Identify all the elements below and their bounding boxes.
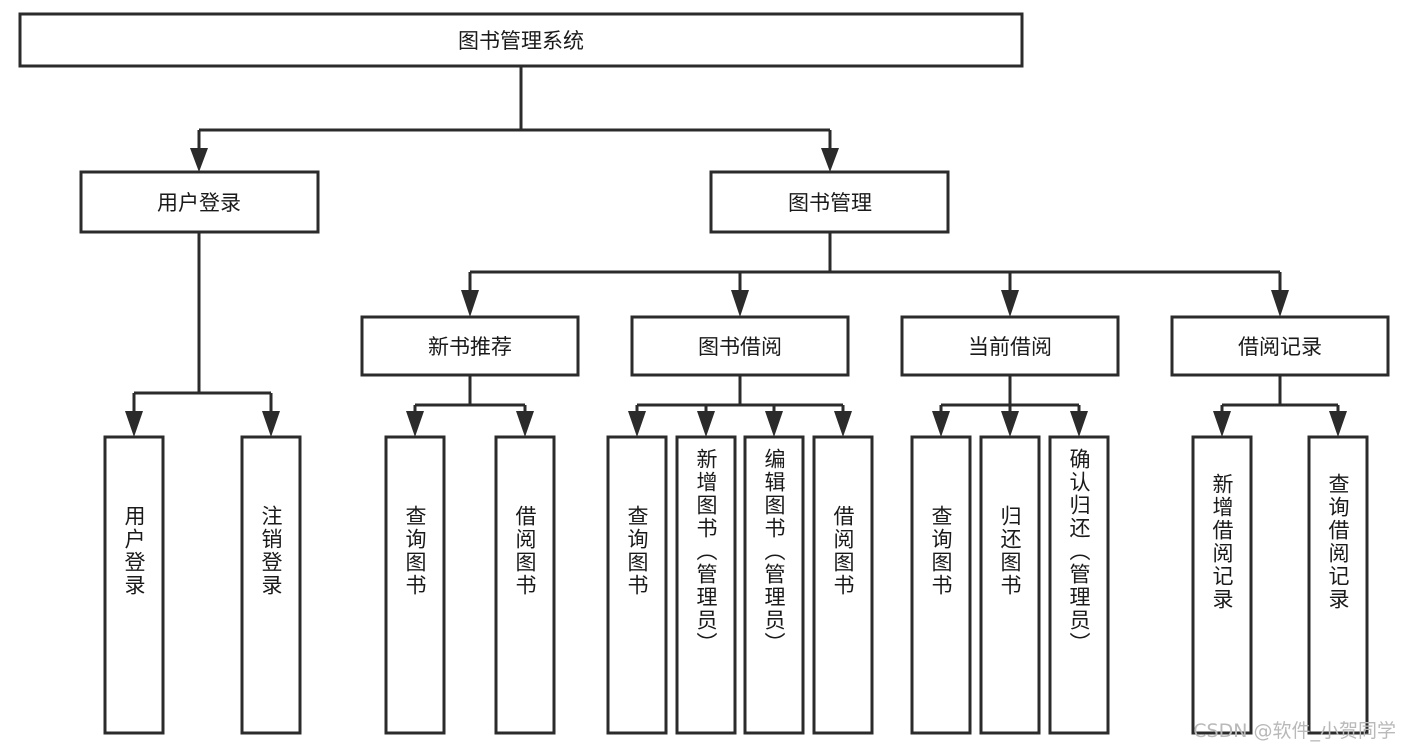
arrow-head-leaf-user-login: [125, 411, 143, 437]
node-new-book-recommend-box[interactable]: [360, 315, 580, 377]
arrow-head-user-login: [190, 148, 208, 172]
node-current-borrow[interactable]: 当前借阅: [900, 315, 1120, 377]
node-leaf-query-book-2-label: 查询图书: [625, 505, 649, 597]
node-leaf-query-book-3[interactable]: 查询图书: [910, 435, 972, 735]
node-leaf-add-book-label: 新增图书（管理员）: [694, 448, 718, 655]
arrow-head-leaf-borrow-book-1: [516, 411, 534, 437]
node-user-login-label: 用户登录: [157, 191, 241, 215]
node-leaf-edit-book-label: 编辑图书（管理员）: [762, 448, 786, 655]
node-leaf-borrow-book-1[interactable]: 借阅图书: [494, 435, 556, 735]
node-leaf-borrow-book-1-label: 借阅图书: [513, 505, 537, 597]
arrow-head-leaf-edit-book: [765, 411, 783, 437]
node-new-book-recommend[interactable]: 新书推荐: [360, 315, 580, 377]
node-leaf-user-login-box[interactable]: [103, 435, 165, 735]
node-root-label: 图书管理系统: [458, 29, 584, 53]
arrow-head-leaf-return-book: [1001, 411, 1019, 437]
node-root-box[interactable]: [18, 12, 1024, 68]
node-leaf-edit-book[interactable]: 编辑图书（管理员）: [743, 435, 805, 735]
node-book-borrow-label: 图书借阅: [698, 335, 782, 359]
node-leaf-query-record-label: 查询借阅记录: [1326, 473, 1350, 611]
node-borrow-record-box[interactable]: [1170, 315, 1390, 377]
node-new-book-recommend-label: 新书推荐: [428, 335, 512, 359]
node-leaf-return-book[interactable]: 归还图书: [979, 435, 1041, 735]
node-leaf-borrow-book-1-box[interactable]: [494, 435, 556, 735]
node-leaf-borrow-book-2[interactable]: 借阅图书: [812, 435, 874, 735]
node-leaf-user-login-label: 用户登录: [122, 505, 146, 597]
arrow-head-book-borrow: [731, 290, 749, 317]
arrow-head-new-book-recommend: [461, 290, 479, 317]
node-leaf-borrow-book-2-label: 借阅图书: [831, 505, 855, 597]
arrow-head-leaf-query-book-1: [406, 411, 424, 437]
node-current-borrow-box[interactable]: [900, 315, 1120, 377]
arrow-head-borrow-record: [1271, 290, 1289, 317]
node-leaf-query-record-box[interactable]: [1307, 435, 1369, 735]
node-leaf-return-book-label: 归还图书: [998, 505, 1022, 597]
arrow-head-leaf-borrow-book-2: [834, 411, 852, 437]
node-leaf-user-login[interactable]: 用户登录: [103, 435, 165, 735]
node-book-borrow-box[interactable]: [630, 315, 850, 377]
node-leaf-query-book-1-box[interactable]: [384, 435, 446, 735]
node-leaf-query-book-2-box[interactable]: [606, 435, 668, 735]
node-root[interactable]: 图书管理系统: [18, 12, 1024, 68]
arrow-head-leaf-add-book: [697, 411, 715, 437]
node-leaf-query-book-1-label: 查询图书: [403, 505, 427, 597]
arrow-head-leaf-add-record: [1213, 411, 1231, 437]
node-book-borrow[interactable]: 图书借阅: [630, 315, 850, 377]
node-book-management-box[interactable]: [709, 170, 950, 234]
arrow-head-book-management: [821, 148, 839, 172]
node-user-login[interactable]: 用户登录: [79, 170, 320, 234]
watermark: CSDN @软件_小贺同学: [1193, 720, 1396, 742]
node-leaf-logout-login-label: 注销登录: [259, 505, 283, 597]
node-leaf-confirm-return-box[interactable]: [1048, 435, 1110, 735]
node-user-login-box[interactable]: [79, 170, 320, 234]
node-borrow-record-label: 借阅记录: [1238, 335, 1322, 359]
node-borrow-record[interactable]: 借阅记录: [1170, 315, 1390, 377]
arrow-head-leaf-query-book-2: [628, 411, 646, 437]
node-leaf-add-record-label: 新增借阅记录: [1210, 473, 1234, 611]
node-leaf-add-book-box[interactable]: [675, 435, 737, 735]
node-book-management-label: 图书管理: [788, 191, 872, 215]
node-leaf-confirm-return-label: 确认归还（管理员）: [1067, 448, 1091, 655]
node-leaf-add-record[interactable]: 新增借阅记录: [1191, 435, 1253, 735]
arrow-head-leaf-query-record: [1329, 411, 1347, 437]
node-leaf-borrow-book-2-box[interactable]: [812, 435, 874, 735]
node-leaf-query-book-1[interactable]: 查询图书: [384, 435, 446, 735]
node-leaf-confirm-return[interactable]: 确认归还（管理员）: [1048, 435, 1110, 735]
node-current-borrow-label: 当前借阅: [968, 335, 1052, 359]
node-leaf-logout-login-box[interactable]: [240, 435, 302, 735]
arrow-head-leaf-logout-login: [262, 411, 280, 437]
arrow-head-leaf-query-book-3: [932, 411, 950, 437]
node-leaf-add-record-box[interactable]: [1191, 435, 1253, 735]
node-book-management[interactable]: 图书管理: [709, 170, 950, 234]
node-leaf-query-record[interactable]: 查询借阅记录: [1307, 435, 1369, 735]
node-leaf-edit-book-box[interactable]: [743, 435, 805, 735]
node-leaf-query-book-3-label: 查询图书: [929, 505, 953, 597]
arrow-head-current-borrow: [1001, 290, 1019, 317]
node-leaf-query-book-2[interactable]: 查询图书: [606, 435, 668, 735]
node-leaf-query-book-3-box[interactable]: [910, 435, 972, 735]
node-leaf-add-book[interactable]: 新增图书（管理员）: [675, 435, 737, 735]
node-leaf-logout-login[interactable]: 注销登录: [240, 435, 302, 735]
arrow-head-leaf-confirm-return: [1070, 411, 1088, 437]
node-leaf-return-book-box[interactable]: [979, 435, 1041, 735]
connector-layer: [125, 66, 1347, 437]
